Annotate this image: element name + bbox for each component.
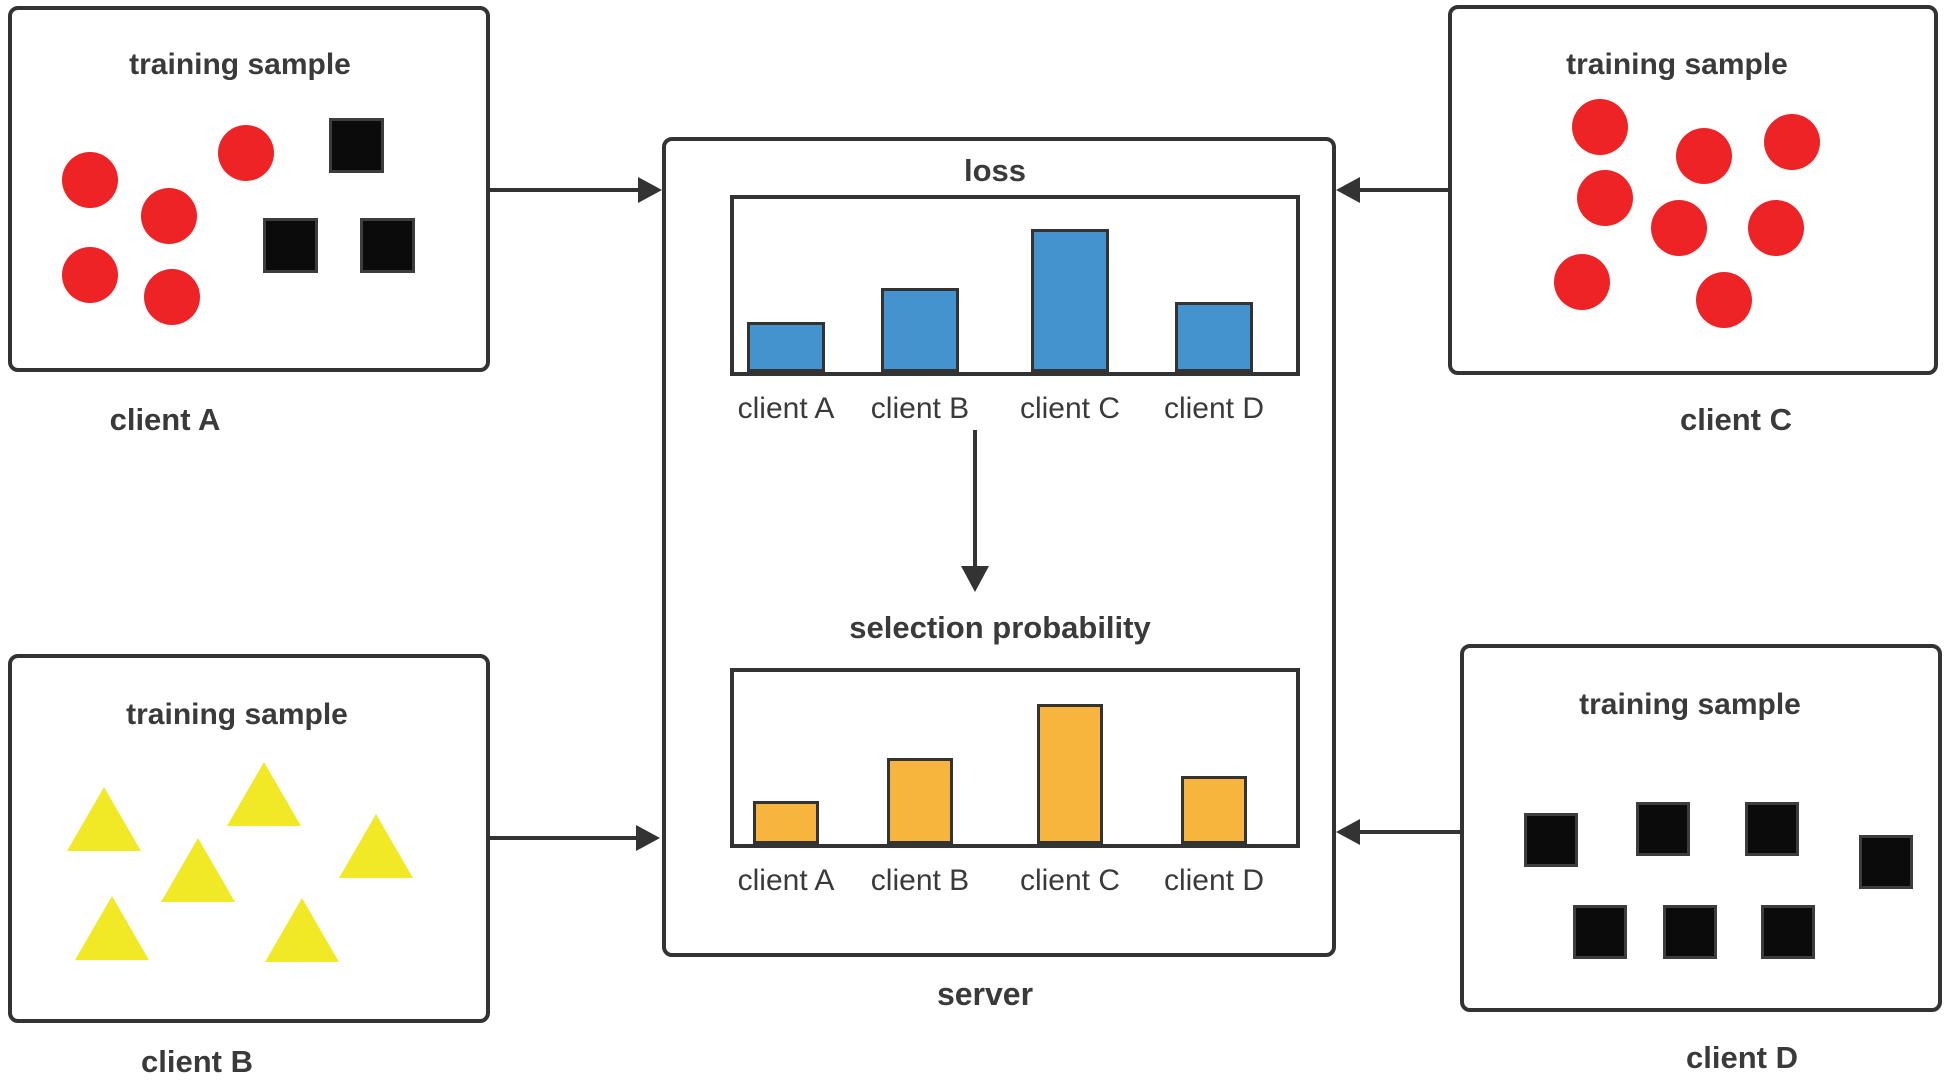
yellow-triangle-sample-icon <box>339 814 413 878</box>
client-b-training-sample-title: training sample <box>126 698 348 731</box>
yellow-triangle-sample-icon <box>67 787 141 851</box>
loss-bar-client-c <box>1031 229 1109 372</box>
black-square-sample-icon <box>359 217 415 273</box>
black-square-sample-icon <box>1663 905 1717 959</box>
black-square-sample-icon <box>1761 905 1815 959</box>
selection-bar-client-d <box>1181 776 1247 844</box>
loss-bar-client-b <box>881 288 959 372</box>
selection-axis-label-client-c: client C <box>1019 864 1121 897</box>
red-circle-sample-icon <box>144 269 200 325</box>
loss-bar-client-d <box>1175 302 1253 372</box>
black-square-sample-icon <box>262 217 318 273</box>
loss-axis-label-client-c: client C <box>1019 392 1121 425</box>
arrow-loss-to-selection-head <box>961 566 989 592</box>
selection-probability-chart-title: selection probability <box>849 610 1151 645</box>
client-d-training-sample-title: training sample <box>1579 688 1801 721</box>
black-square-sample-icon <box>1573 905 1627 959</box>
client-b-label: client B <box>141 1044 253 1079</box>
yellow-triangle-sample-icon <box>75 896 149 960</box>
red-circle-sample-icon <box>62 152 118 208</box>
red-circle-sample-icon <box>1748 200 1804 256</box>
loss-axis-label-client-d: client D <box>1163 392 1265 425</box>
arrow-loss-to-selection-line <box>973 430 977 568</box>
loss-axis-label-client-b: client B <box>870 392 970 425</box>
client-a-label: client A <box>109 402 221 437</box>
client-c-label: client C <box>1680 402 1792 437</box>
black-square-sample-icon <box>328 117 384 173</box>
selection-bar-client-c <box>1037 704 1103 844</box>
red-circle-sample-icon <box>1572 99 1628 155</box>
red-circle-sample-icon <box>218 125 274 181</box>
red-circle-sample-icon <box>1554 254 1610 310</box>
client-a-training-sample-title: training sample <box>129 48 351 81</box>
black-square-sample-icon <box>1636 802 1690 856</box>
arrow-client-a-to-server-line <box>490 188 640 192</box>
red-circle-sample-icon <box>62 247 118 303</box>
red-circle-sample-icon <box>1577 170 1633 226</box>
red-circle-sample-icon <box>141 188 197 244</box>
red-circle-sample-icon <box>1696 272 1752 328</box>
arrow-client-d-to-server-line <box>1360 830 1460 834</box>
selection-axis-label-client-a: client A <box>737 864 835 897</box>
client-c-box <box>1448 5 1938 375</box>
arrow-client-c-to-server-line <box>1360 188 1448 192</box>
loss-axis-label-client-a: client A <box>737 392 835 425</box>
black-square-sample-icon <box>1745 802 1799 856</box>
yellow-triangle-sample-icon <box>265 898 339 962</box>
arrow-client-b-to-server-head <box>636 825 660 851</box>
yellow-triangle-sample-icon <box>227 762 301 826</box>
selection-bar-client-a <box>753 801 819 844</box>
red-circle-sample-icon <box>1764 114 1820 170</box>
loss-chart-title: loss <box>963 153 1027 188</box>
loss-bar-client-a <box>747 322 825 372</box>
arrow-client-c-to-server-head <box>1336 177 1360 203</box>
arrow-client-d-to-server-head <box>1336 819 1360 845</box>
black-square-sample-icon <box>1859 835 1913 889</box>
selection-axis-label-client-b: client B <box>870 864 970 897</box>
client-c-training-sample-title: training sample <box>1566 48 1788 81</box>
arrow-client-a-to-server-head <box>638 177 662 203</box>
selection-bar-client-b <box>887 758 953 844</box>
arrow-client-b-to-server-line <box>488 836 638 840</box>
black-square-sample-icon <box>1524 813 1578 867</box>
red-circle-sample-icon <box>1651 200 1707 256</box>
red-circle-sample-icon <box>1676 128 1732 184</box>
selection-axis-label-client-d: client D <box>1163 864 1265 897</box>
server-label: server <box>936 976 1034 1012</box>
client-d-label: client D <box>1686 1040 1798 1075</box>
yellow-triangle-sample-icon <box>161 838 235 902</box>
